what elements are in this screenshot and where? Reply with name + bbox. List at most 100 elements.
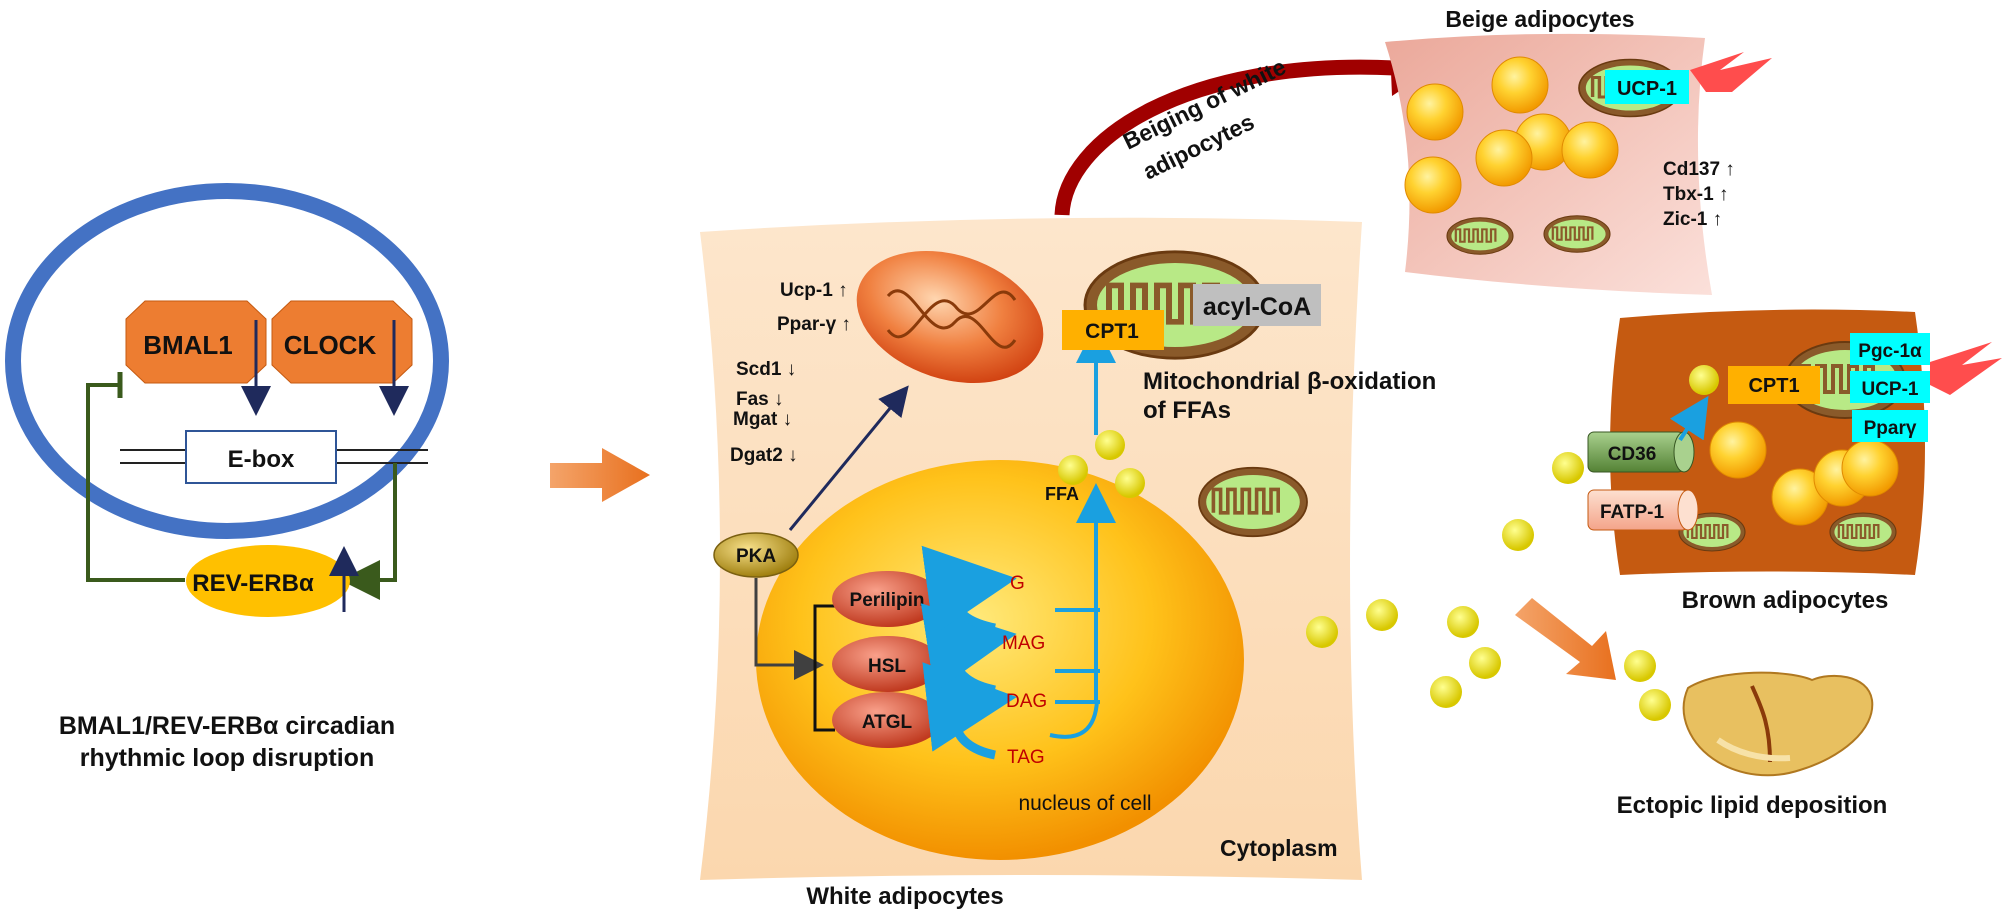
enzyme-bracket [813, 604, 835, 732]
ffa-droplet [1552, 452, 1584, 484]
gene-down-scd1: Scd1 ↓ [736, 359, 796, 380]
liver-icon [1682, 671, 1874, 777]
brown-ucp1-label: UCP-1 [1861, 379, 1918, 400]
cd36-label: CD36 [1608, 444, 1657, 465]
beige-lipid-droplet [1561, 121, 1619, 179]
brown-pparg-box [1852, 410, 1928, 442]
brown-lipid-droplet [1709, 421, 1767, 479]
ffa-uptake-arrow [1669, 395, 1709, 442]
beige-lipid-droplet [1491, 56, 1549, 114]
acyl-coa-box [1193, 284, 1321, 326]
nucleus-ring [5, 183, 449, 539]
brown-thermogenesis-bolt [1930, 342, 2002, 395]
hsl-label: HSL [868, 656, 906, 677]
bmal1-label: BMAL1 [143, 330, 233, 360]
ectopic-label: Ectopic lipid deposition [1617, 792, 1888, 819]
beige-lipid-droplet [1475, 129, 1533, 187]
ebox-box [185, 430, 337, 484]
beiging-curve [1054, 59, 1396, 216]
acyl-coa-label: acyl-CoA [1203, 293, 1311, 321]
ffa-droplet [1115, 468, 1145, 498]
brown-mitochondrion [1828, 511, 1898, 553]
cd36-cap [1673, 431, 1695, 473]
circadian-caption-line1: BMAL1/REV-ERBα circadian [59, 712, 395, 740]
beige-ucp1-box [1605, 70, 1689, 104]
ffa-droplet [1502, 519, 1534, 551]
beige-lipid-droplet [1404, 156, 1462, 214]
circadian-caption-line2: rhythmic loop disruption [80, 744, 374, 772]
nucleus-label: nucleus of cell [1018, 792, 1151, 815]
lipid-mag: MAG [1002, 633, 1045, 654]
brown-cpt1-label: CPT1 [1748, 375, 1799, 397]
oxidation-label-line1: Mitochondrial β-oxidation [1143, 368, 1436, 395]
beige-mitochondrion [1445, 216, 1515, 256]
pka-to-enzymes-arrow [754, 578, 824, 680]
beige-adipocyte: Beige adipocytes UCP-1 Cd137 ↑ Tbx-1 ↑ Z… [1385, 6, 1772, 295]
brown-cpt1-box [1728, 366, 1820, 404]
brown-pgc1a-label: Pgc-1α [1858, 341, 1922, 362]
liver-highlight [1716, 737, 1791, 762]
brown-ucp1-box [1850, 371, 1930, 403]
lipid-dag: DAG [1006, 691, 1047, 712]
gene-down-dgat2: Dgat2 ↓ [730, 445, 798, 466]
ffa-droplet [1469, 647, 1501, 679]
lipid-tag: TAG [1007, 747, 1045, 768]
dag-to-mag-arrow [920, 603, 1017, 695]
tag-to-dag-arrow [922, 662, 1017, 760]
enzyme-hsl [832, 636, 942, 692]
liver-vessel [1750, 685, 1772, 763]
brown-pgc1a-box [1850, 333, 1930, 365]
ffa-droplet [1639, 689, 1671, 721]
beiging-arrow: Beiging of white adipocytes [1054, 48, 1428, 216]
pka-to-genes-arrow [788, 385, 909, 531]
beige-title: Beige adipocytes [1445, 6, 1634, 32]
gene-expression-organelle [856, 250, 1044, 384]
gene-down-fas: Fas ↓ [736, 389, 784, 410]
ffa-droplet [1447, 606, 1479, 638]
fatp1-cap [1677, 489, 1699, 531]
cytoplasm-label: Cytoplasm [1220, 835, 1338, 861]
dna-helix-strand-b [886, 290, 1017, 339]
gene-up-pparg: Ppar-γ ↑ [777, 314, 851, 335]
oxidation-label-line2: of FFAs [1143, 397, 1231, 424]
beige-thermogenesis-bolt [1690, 52, 1772, 92]
enzyme-perilipin [832, 571, 942, 627]
loop-activation-arrow [340, 463, 397, 600]
beige-marker-zic1: Zic-1 ↑ [1663, 209, 1722, 230]
brown-title: Brown adipocytes [1682, 587, 1889, 614]
beige-lipid-droplet [1406, 83, 1464, 141]
enzyme-atgl [832, 692, 942, 748]
beige-mitochondrion [1542, 214, 1612, 254]
white-adipocyte: nucleus of cell Ucp-1 ↑ Ppar-γ ↑ Scd1 ↓ … [700, 217, 1436, 910]
ffa-line-4 [1049, 699, 1099, 739]
dna-helix-strand-a [886, 289, 1017, 349]
cpt1-label: CPT1 [1085, 320, 1139, 343]
white-mitochondrion-2 [1197, 465, 1309, 539]
gene-up-ucp1: Ucp-1 ↑ [780, 280, 848, 301]
pka-label: PKA [736, 546, 776, 567]
ffa-droplet [1366, 599, 1398, 631]
loop-inhibition-line [86, 383, 185, 582]
ebox-label: E-box [228, 446, 295, 473]
flow-arrow-to-liver [1515, 598, 1616, 680]
ffa-droplet [1306, 616, 1338, 648]
brown-adipocyte: CPT1 Pgc-1α UCP-1 Pparγ CD36 FATP-1 Brow… [1587, 309, 2002, 614]
beige-ucp1-label: UCP-1 [1617, 78, 1677, 100]
brown-ffa-droplet [1689, 365, 1719, 395]
brown-pparg-label: Pparγ [1864, 418, 1917, 439]
circadian-loop: BMAL1 CLOCK E-box REV-ERBα BMAL1/REV-ERB… [5, 183, 449, 772]
lipid-g: G [1010, 573, 1025, 594]
ffa-droplet [1095, 430, 1125, 460]
ffa-label: FFA [1045, 484, 1079, 504]
reverb-ellipse [186, 545, 350, 617]
gene-down-mgat: Mgat ↓ [733, 409, 792, 430]
reverb-label: REV-ERBα [192, 570, 314, 597]
perilipin-label: Perilipin [850, 590, 925, 611]
brown-lipid-droplet [1841, 439, 1899, 497]
ffa-droplet [1058, 455, 1088, 485]
beige-marker-cd137: Cd137 ↑ [1663, 159, 1735, 180]
extracellular-ffa [1306, 452, 1671, 721]
pka-node [713, 532, 799, 578]
ffa-droplet [1624, 650, 1656, 682]
